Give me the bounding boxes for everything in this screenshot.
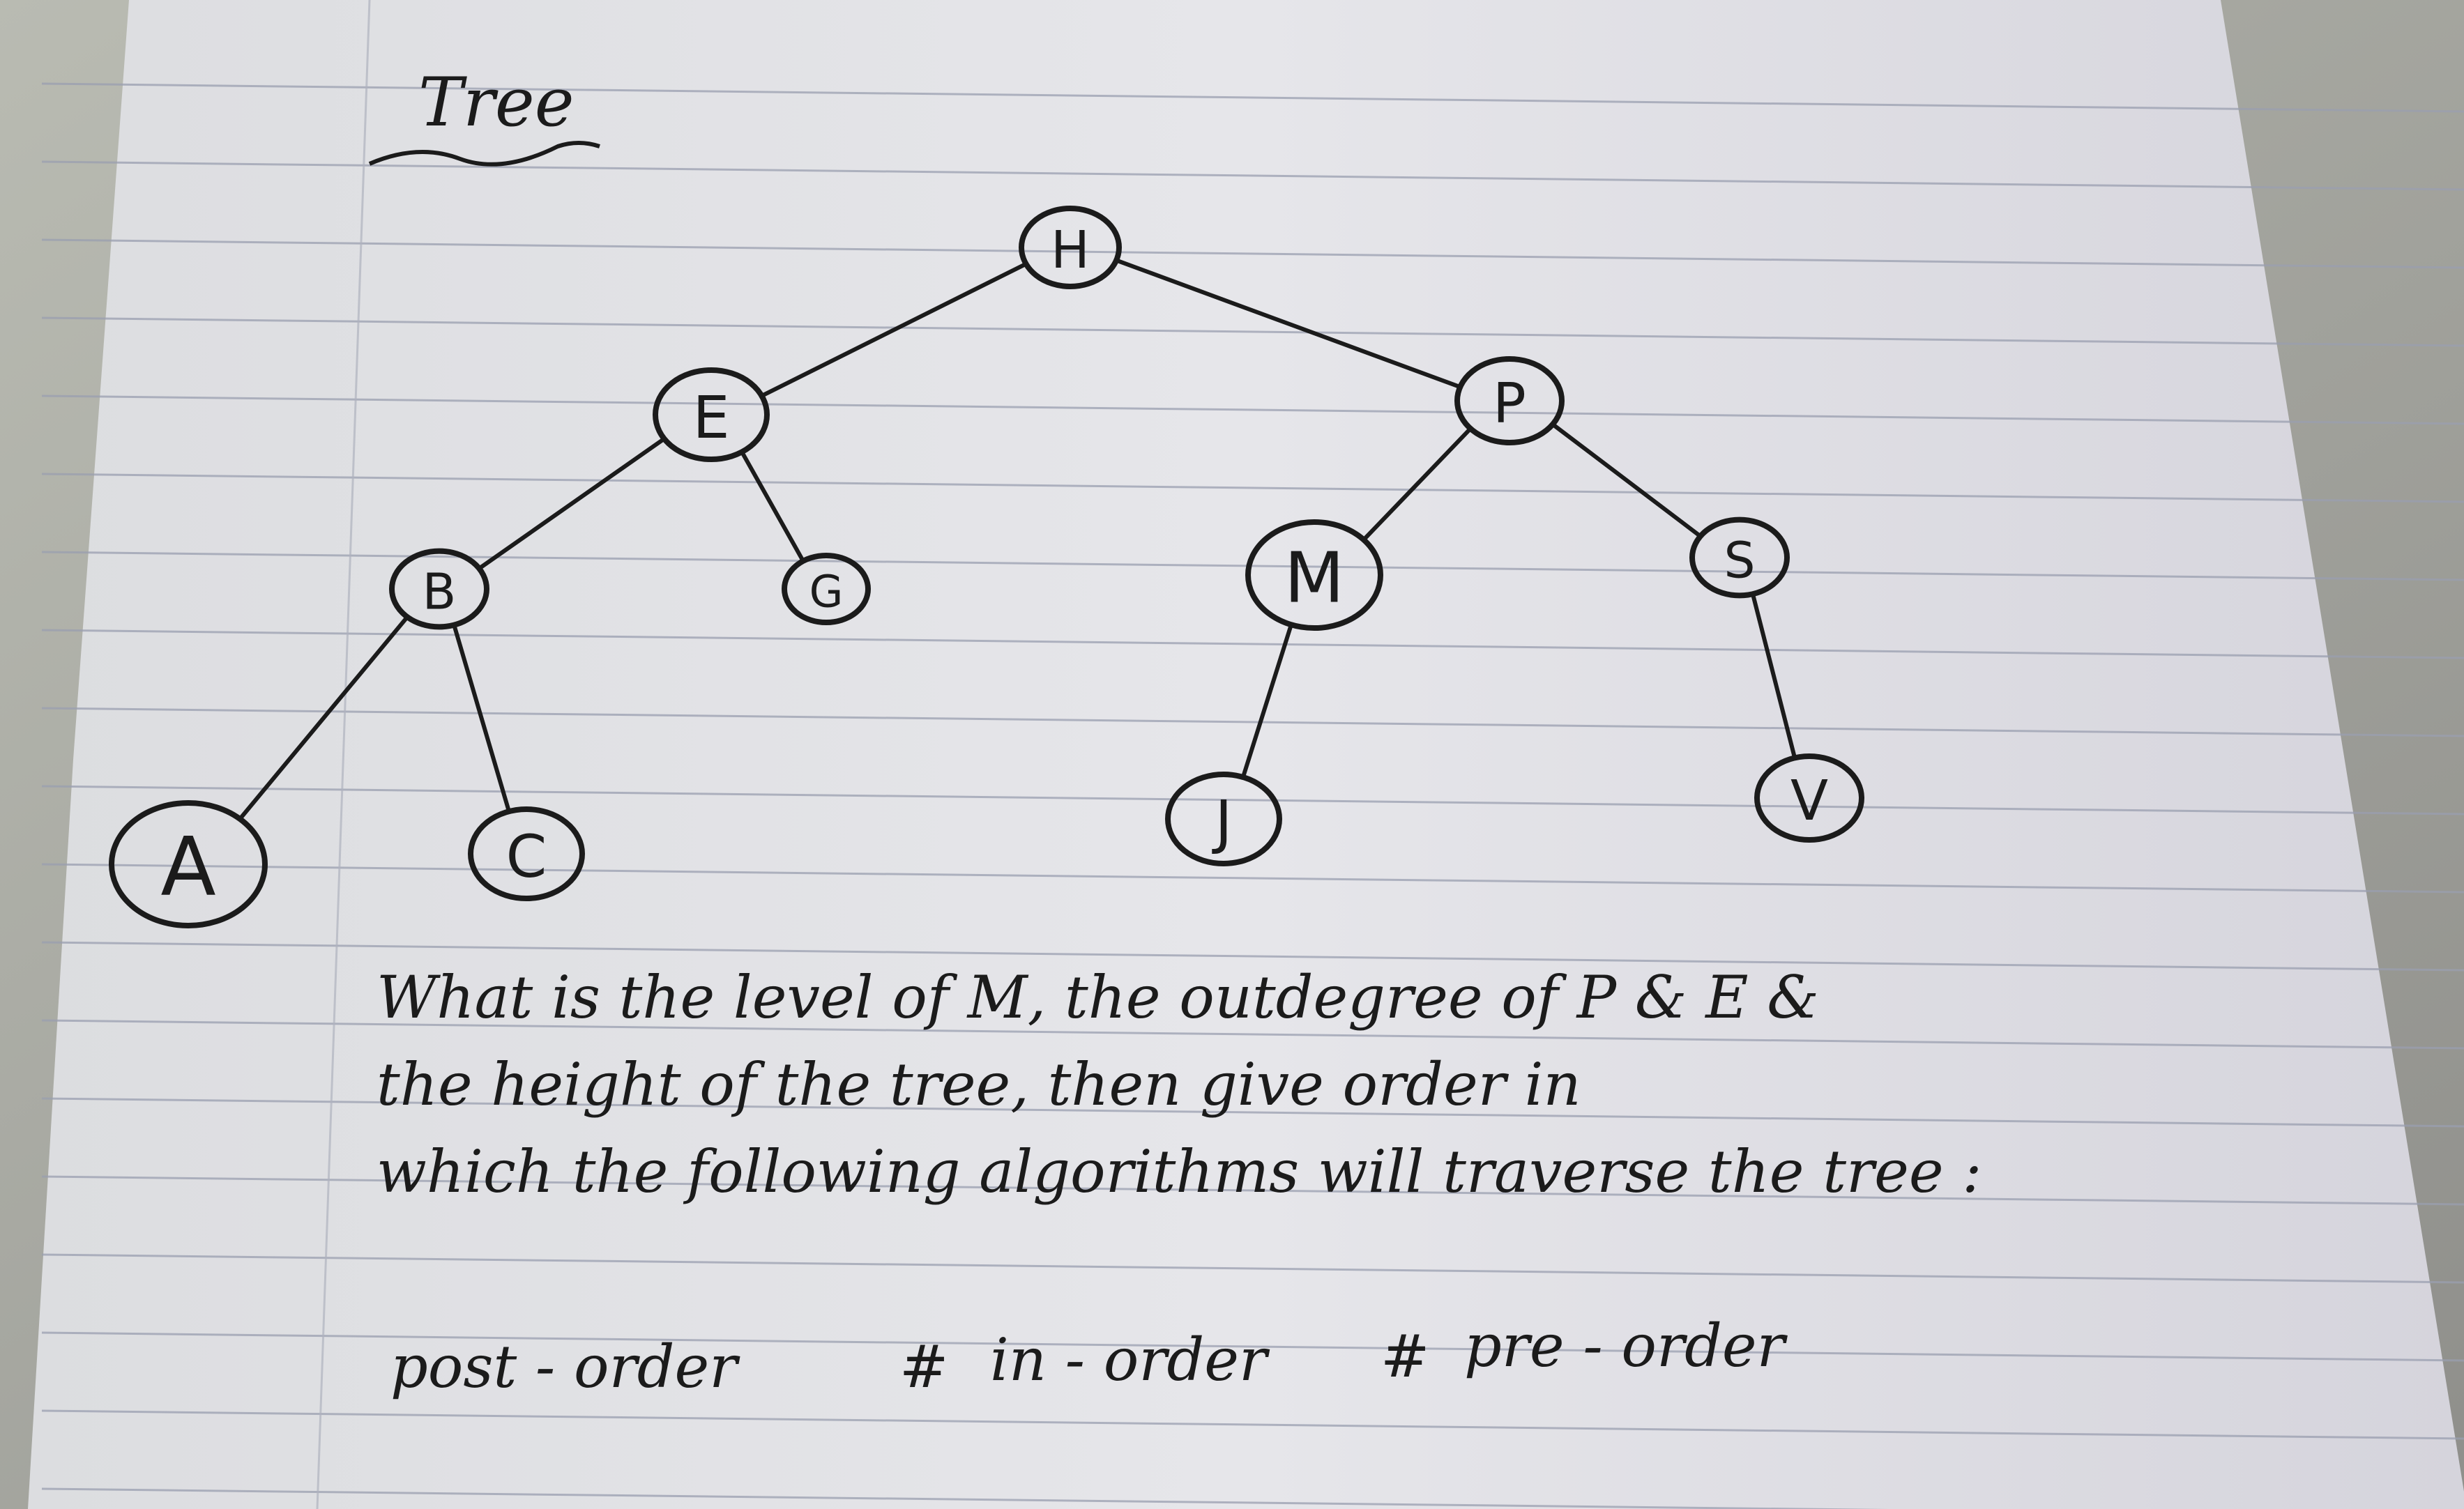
tree-edge-e-b <box>477 436 667 571</box>
question-line-2: the height of the tree, then give order … <box>377 1050 1581 1119</box>
tree-node-p: P <box>1454 356 1565 445</box>
ruled-line <box>41 82 2464 113</box>
tree-nodes: H E P B G M S A C J V <box>109 206 1864 928</box>
ruled-line <box>41 863 2464 894</box>
tree-node-g: G <box>782 553 871 625</box>
tree-edge-p-m <box>1361 426 1473 542</box>
tree-edge-b-c <box>452 622 512 814</box>
tree-edge-s-v <box>1750 592 1797 760</box>
tree-node-h: H <box>1019 206 1122 289</box>
ruled-line <box>41 551 2464 581</box>
tree-node-a: A <box>109 800 268 928</box>
ruled-line <box>41 160 2464 191</box>
tree-edge-e-g <box>740 450 805 563</box>
traversal-in-order: in - order <box>990 1326 1270 1394</box>
ruled-line <box>41 316 2464 347</box>
tree-edge-m-j <box>1240 622 1293 780</box>
page-title-text: Tree <box>418 63 575 141</box>
ruled-line <box>41 941 2464 972</box>
tree-edge-h-p <box>1114 258 1463 390</box>
question-line-1: What is the level of M, the outdegree of… <box>377 963 1819 1032</box>
ruled-line <box>41 1409 2464 1440</box>
tree-node-c: C <box>468 806 585 901</box>
tree-node-label: A <box>160 820 215 914</box>
tree-node-b: B <box>389 548 489 630</box>
traversal-separator-1: # <box>899 1333 948 1401</box>
page-title: Tree <box>368 63 600 167</box>
tree-node-m: M <box>1245 519 1383 631</box>
question-text: What is the level of M, the outdegree of… <box>377 963 1982 1206</box>
traversal-separator-2: # <box>1381 1322 1429 1391</box>
traversal-pre-order: pre - order <box>1464 1312 1788 1380</box>
tree-node-circle <box>1245 519 1383 631</box>
ruled-line <box>41 238 2464 269</box>
ruled-lines <box>41 82 2464 1509</box>
tree-node-label: C <box>506 822 547 891</box>
tree-node-label: B <box>423 563 457 621</box>
tree-node-label: M <box>1284 537 1344 619</box>
ruled-line <box>41 1331 2464 1362</box>
tree-node-circle <box>782 553 871 625</box>
tree-node-circle <box>1754 753 1864 843</box>
tree-node-s: S <box>1689 516 1790 599</box>
tree-edge-p-s <box>1550 422 1703 539</box>
paper-sheet <box>28 0 2464 1509</box>
tree-node-circle <box>653 367 770 462</box>
tree-node-circle <box>1454 356 1565 445</box>
tree-node-circle <box>1165 772 1282 866</box>
question-line-3: which the following algorithms will trav… <box>377 1138 1982 1206</box>
tree-node-label: S <box>1724 532 1755 590</box>
tree-node-label: J <box>1212 788 1233 856</box>
tree-node-circle <box>1689 516 1790 599</box>
tree-node-label: G <box>809 567 844 618</box>
tree-node-label: V <box>1790 769 1828 833</box>
ruled-line <box>41 473 2464 503</box>
ruled-line <box>41 1253 2464 1284</box>
title-underline <box>368 141 600 167</box>
tree-edges <box>238 258 1797 821</box>
ruled-line <box>41 395 2464 425</box>
ruled-line <box>41 629 2464 659</box>
tree-edge-h-e <box>759 261 1028 398</box>
tree-node-v: V <box>1754 753 1864 843</box>
tree-node-label: P <box>1493 371 1526 436</box>
ruled-line <box>41 1175 2464 1206</box>
tree-node-circle <box>468 806 585 901</box>
ruled-line <box>41 785 2464 815</box>
ruled-line <box>41 1019 2464 1050</box>
tree-node-j: J <box>1165 772 1282 866</box>
margin-line <box>316 0 371 1509</box>
ruled-line <box>41 707 2464 737</box>
traversal-post-order: post - order <box>390 1333 740 1401</box>
traversal-list: post - order # in - order # pre - order <box>390 1312 1788 1401</box>
ruled-line <box>41 1487 1889 1509</box>
tree-node-label: E <box>692 383 729 452</box>
tree-edge-b-a <box>238 615 410 821</box>
tree-node-circle <box>1019 206 1122 289</box>
ruled-line <box>41 1097 2464 1128</box>
tree-node-circle <box>109 800 268 928</box>
tree-node-e: E <box>653 367 770 462</box>
tree-node-label: H <box>1051 220 1090 280</box>
tree-node-circle <box>389 548 489 630</box>
